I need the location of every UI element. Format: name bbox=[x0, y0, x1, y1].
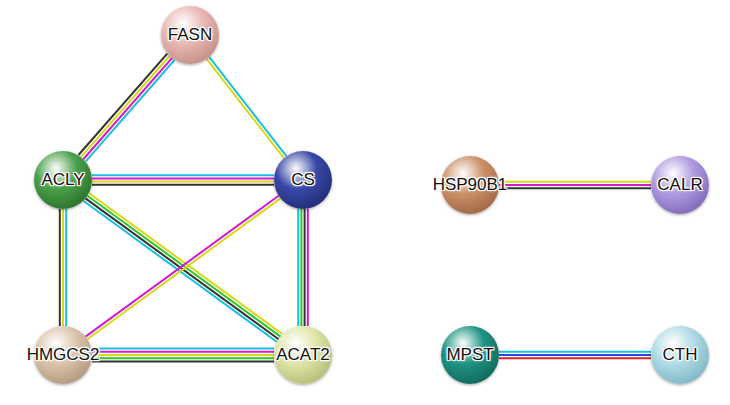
evidence-line bbox=[297, 209, 299, 326]
protein-node: HSP90B1 bbox=[430, 156, 511, 214]
evidence-line bbox=[78, 54, 167, 155]
evidence-line bbox=[307, 209, 309, 326]
evidence-line bbox=[87, 198, 280, 339]
evidence-line bbox=[85, 196, 278, 337]
protein-node: HMGCS2 bbox=[24, 326, 103, 384]
evidence-line bbox=[300, 209, 302, 326]
protein-node: FASN bbox=[161, 6, 219, 64]
evidence-line bbox=[87, 196, 280, 337]
interaction-edge bbox=[85, 196, 280, 339]
evidence-line bbox=[207, 59, 284, 158]
evidence-line bbox=[92, 184, 274, 186]
protein-node: CALR bbox=[651, 156, 709, 214]
evidence-line bbox=[92, 181, 274, 183]
evidence-line bbox=[65, 209, 67, 326]
node-label: ACLY bbox=[41, 170, 84, 190]
protein-node: CS bbox=[274, 151, 332, 209]
evidence-line bbox=[83, 58, 172, 159]
node-label: MPST bbox=[446, 345, 493, 365]
evidence-line bbox=[499, 187, 651, 189]
protein-node: CTH bbox=[651, 326, 709, 384]
evidence-line bbox=[92, 360, 274, 362]
node-label: FASN bbox=[168, 25, 212, 45]
interaction-edge bbox=[207, 57, 287, 158]
interaction-edge bbox=[60, 209, 66, 326]
node-label: ACAT2 bbox=[276, 345, 330, 365]
evidence-line bbox=[59, 209, 61, 326]
evidence-line bbox=[499, 184, 651, 186]
interaction-edge bbox=[84, 193, 283, 342]
evidence-line bbox=[85, 198, 278, 339]
interaction-edge bbox=[92, 175, 274, 185]
node-label: CALR bbox=[657, 175, 702, 195]
evidence-line bbox=[499, 351, 651, 353]
evidence-line bbox=[499, 354, 651, 356]
node-label: HSP90B1 bbox=[433, 175, 508, 195]
interaction-edge bbox=[499, 182, 651, 188]
evidence-line bbox=[92, 177, 274, 179]
interaction-edge bbox=[499, 352, 651, 358]
evidence-line bbox=[62, 209, 64, 326]
interaction-edge bbox=[298, 209, 308, 326]
evidence-line bbox=[86, 60, 175, 161]
interaction-edge bbox=[78, 54, 174, 162]
evidence-line bbox=[209, 57, 286, 156]
interaction-edge bbox=[92, 349, 274, 362]
evidence-line bbox=[499, 357, 651, 359]
evidence-line bbox=[92, 354, 274, 356]
evidence-line bbox=[92, 174, 274, 176]
protein-node: ACLY bbox=[34, 151, 92, 209]
evidence-line bbox=[92, 348, 274, 350]
node-label: HMGCS2 bbox=[27, 345, 100, 365]
evidence-line bbox=[304, 209, 306, 326]
evidence-line bbox=[92, 357, 274, 359]
node-label: CS bbox=[291, 170, 315, 190]
evidence-line bbox=[499, 181, 651, 183]
node-label: CTH bbox=[663, 345, 698, 365]
protein-node: MPST bbox=[441, 326, 499, 384]
protein-node: ACAT2 bbox=[273, 326, 333, 384]
evidence-line bbox=[81, 56, 170, 157]
evidence-line bbox=[92, 351, 274, 353]
